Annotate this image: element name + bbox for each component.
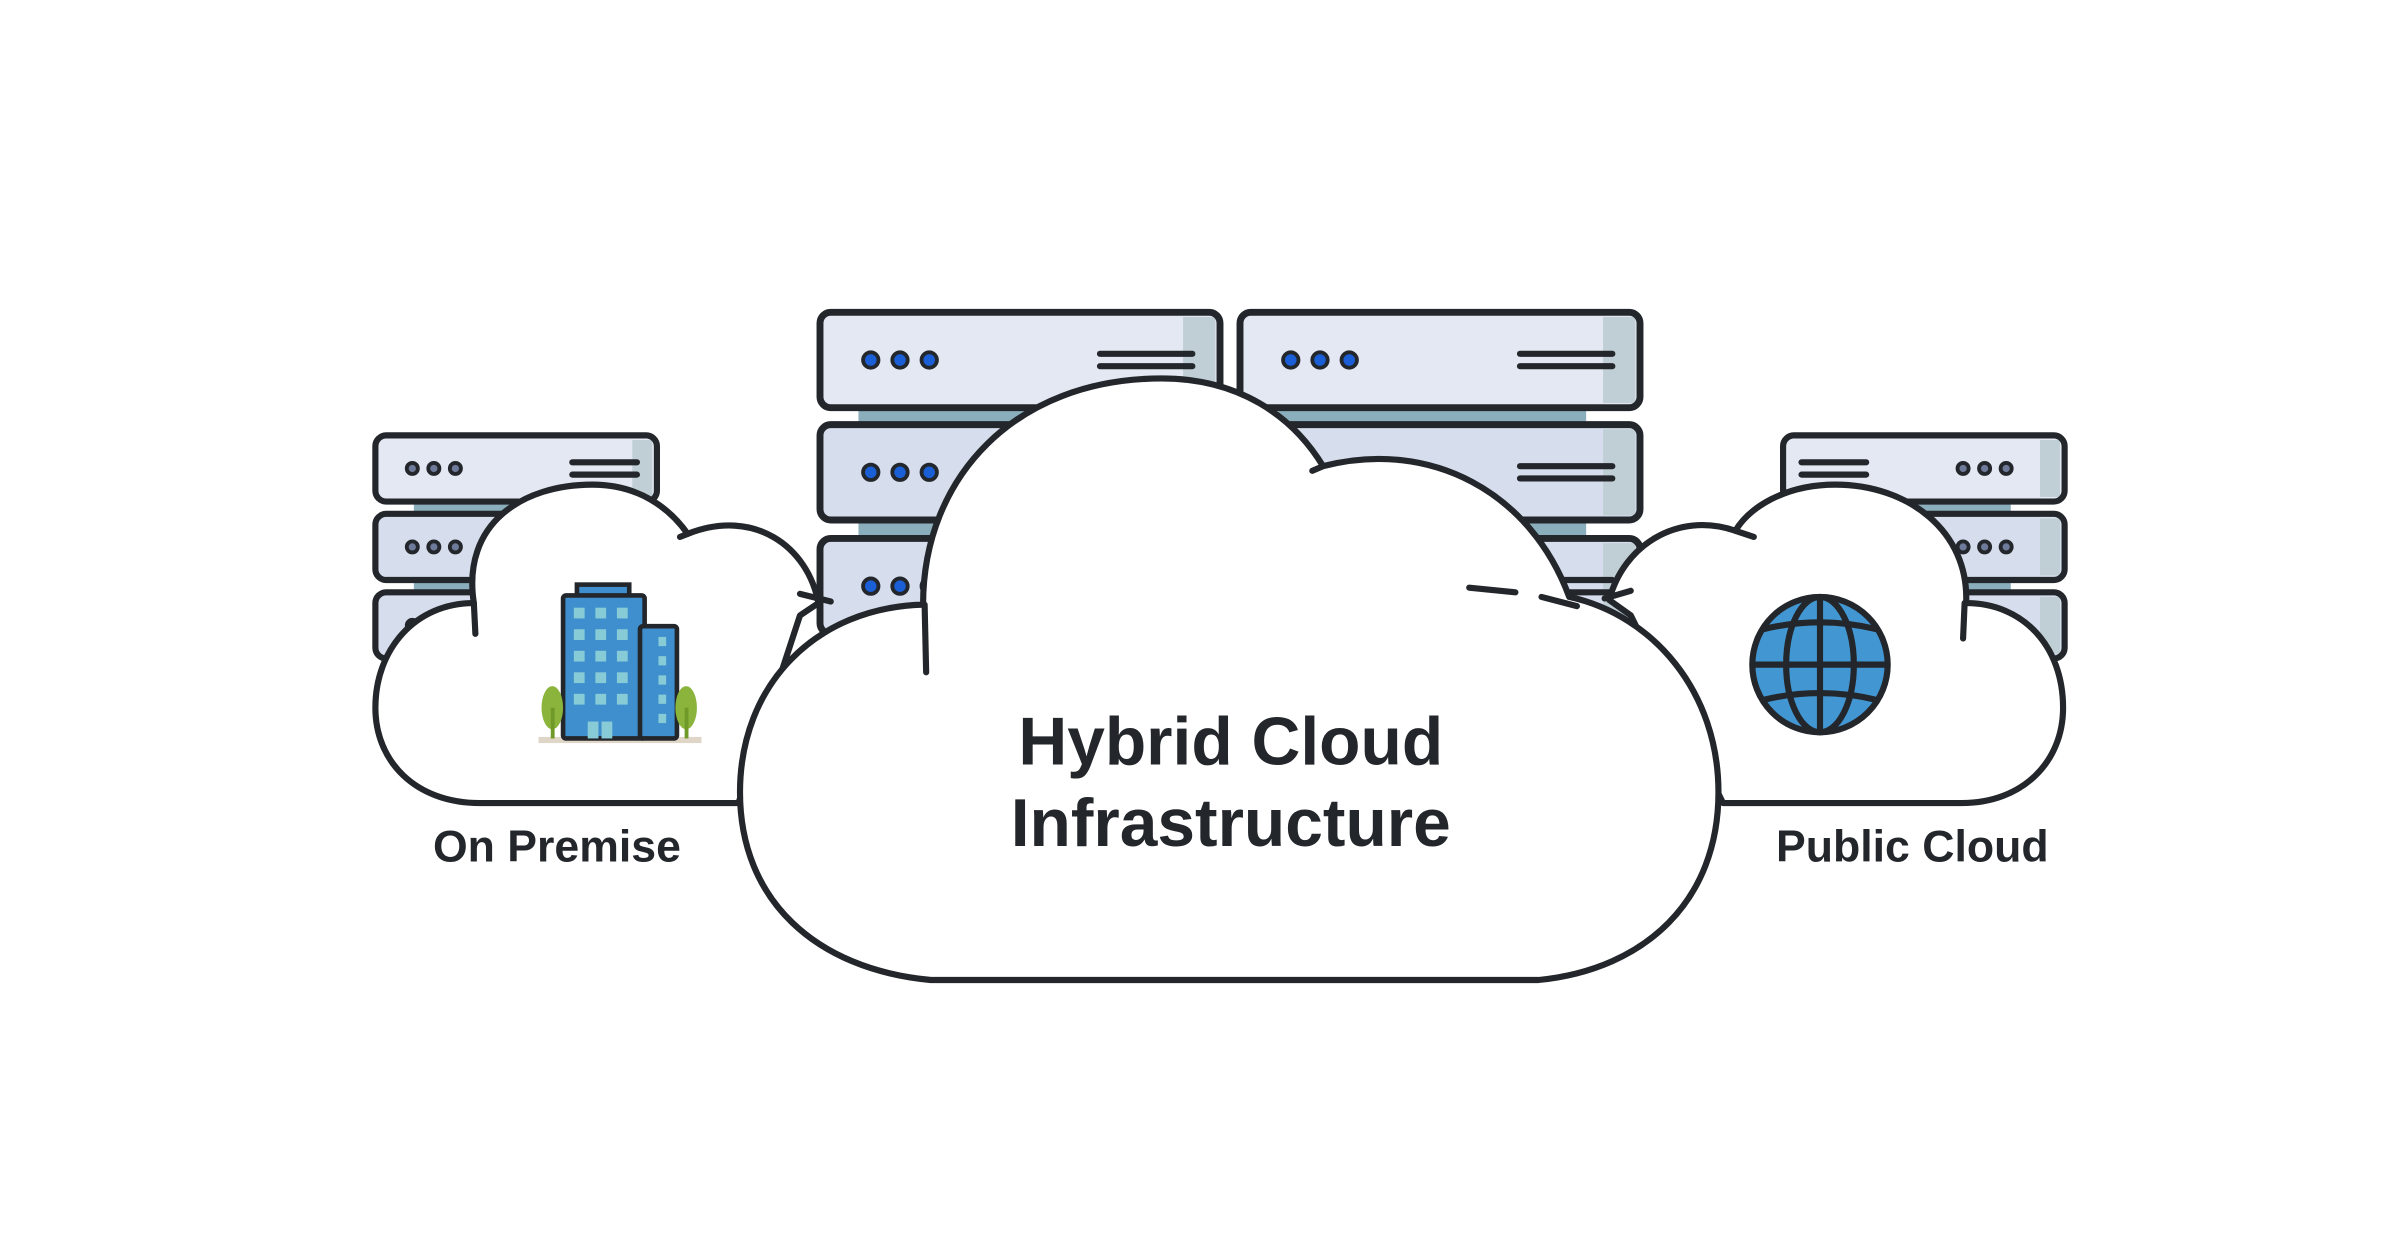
- status-led-icon: [426, 460, 442, 476]
- status-led-icon: [1977, 460, 1993, 476]
- status-led-icon: [1955, 539, 1971, 555]
- status-led-icon: [404, 460, 420, 476]
- public-cloud-label: Public Cloud: [1776, 823, 2049, 872]
- office-building-icon: [538, 582, 702, 744]
- status-led-icon: [919, 350, 939, 370]
- status-led-icon: [861, 462, 881, 482]
- status-led-icon: [1977, 539, 1993, 555]
- title-line-1: Hybrid Cloud: [1018, 705, 1443, 780]
- status-led-icon: [919, 462, 939, 482]
- server-unit: [1236, 308, 1644, 412]
- status-led-icon: [447, 460, 463, 476]
- globe-icon: [1749, 593, 1891, 736]
- status-led-icon: [447, 539, 463, 555]
- status-led-icon: [861, 350, 881, 370]
- status-led-icon: [1998, 539, 2014, 555]
- status-led-icon: [890, 576, 910, 596]
- status-led-icon: [890, 350, 910, 370]
- status-led-icon: [1310, 350, 1330, 370]
- status-led-icon: [1281, 350, 1301, 370]
- title-line-2: Infrastructure: [1011, 786, 1451, 861]
- status-led-icon: [861, 576, 881, 596]
- status-led-icon: [1339, 350, 1359, 370]
- status-led-icon: [1955, 460, 1971, 476]
- hybrid-cloud: [736, 375, 1722, 984]
- status-led-icon: [890, 462, 910, 482]
- status-led-icon: [1998, 460, 2014, 476]
- status-led-icon: [404, 539, 420, 555]
- status-led-icon: [426, 539, 442, 555]
- on-premise-label: On Premise: [433, 823, 681, 872]
